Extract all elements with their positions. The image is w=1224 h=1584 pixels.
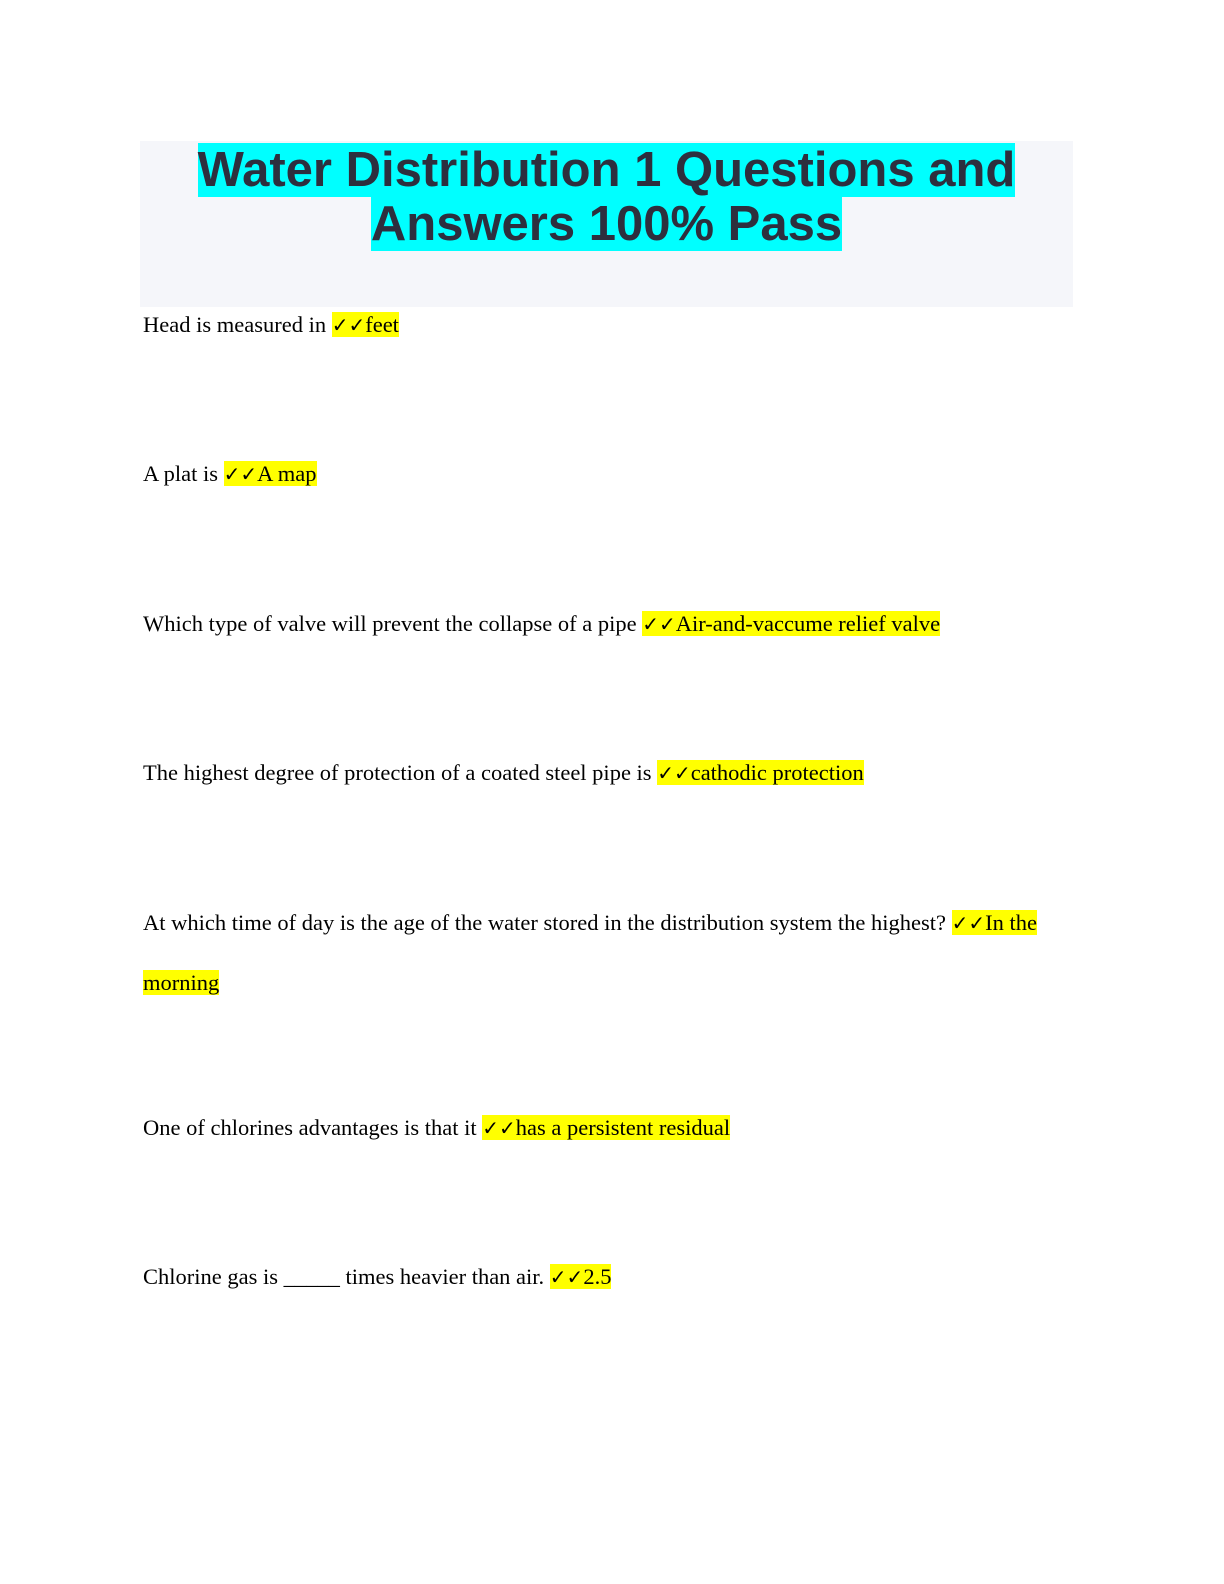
answer-text: cathodic protection — [690, 760, 864, 785]
check-icon: ✓✓ — [549, 1265, 584, 1289]
question-text: The highest degree of protection of a co… — [143, 760, 658, 785]
qa-item: The highest degree of protection of a co… — [143, 743, 1063, 803]
document-title: Water Distribution 1 Questions and Answe… — [197, 143, 1016, 251]
check-icon: ✓✓ — [657, 761, 691, 785]
qa-item: Chlorine gas is _____ times heavier than… — [143, 1247, 1063, 1307]
question-text: One of chlorines advantages is that it — [143, 1115, 483, 1140]
title-banner: Water Distribution 1 Questions and Answe… — [140, 141, 1073, 307]
qa-item: Head is measured in ✓✓feet — [143, 295, 1063, 355]
answer-text: feet — [365, 312, 399, 337]
answer-text: has a persistent residual — [515, 1115, 731, 1140]
check-icon: ✓✓ — [223, 462, 258, 486]
answer-highlight: ✓✓2.5 — [549, 1264, 612, 1289]
question-text: A plat is — [143, 461, 224, 486]
answer-text: A map — [257, 461, 317, 486]
answer-highlight: ✓✓has a persistent residual — [482, 1115, 731, 1140]
qa-item: At which time of day is the age of the w… — [143, 893, 1063, 1012]
check-icon: ✓✓ — [331, 313, 366, 337]
answer-highlight: ✓✓Air-and-vaccume relief valve — [642, 611, 941, 636]
answer-highlight: ✓✓A map — [223, 461, 317, 486]
answer-text: 2.5 — [583, 1264, 612, 1289]
check-icon: ✓✓ — [642, 612, 676, 636]
answer-highlight: ✓✓feet — [331, 312, 399, 337]
answer-text: Air-and-vaccume relief valve — [675, 611, 941, 636]
qa-item: One of chlorines advantages is that it ✓… — [143, 1098, 1063, 1158]
answer-highlight: ✓✓cathodic protection — [657, 760, 864, 785]
qa-item: A plat is ✓✓A map — [143, 444, 1063, 504]
question-text: Chlorine gas is _____ times heavier than… — [143, 1264, 550, 1289]
check-icon: ✓✓ — [951, 911, 986, 935]
check-icon: ✓✓ — [482, 1116, 516, 1140]
question-text: At which time of day is the age of the w… — [143, 910, 952, 935]
question-text: Which type of valve will prevent the col… — [143, 611, 643, 636]
question-text: Head is measured in — [143, 312, 332, 337]
qa-item: Which type of valve will prevent the col… — [143, 594, 1063, 654]
answer-text: In the morning — [143, 910, 1037, 995]
